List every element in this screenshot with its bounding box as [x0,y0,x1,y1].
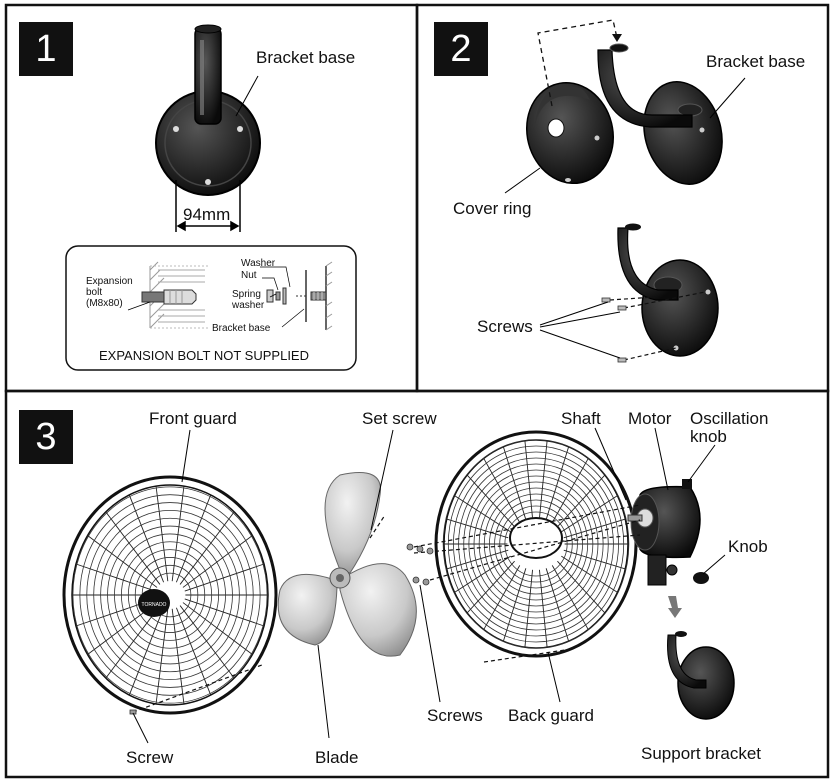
label-set-screw: Set screw [362,409,437,428]
label-screw: Screw [126,748,174,767]
label-knob: Knob [728,537,768,556]
support-bracket-drawing [667,631,735,720]
label-front-guard: Front guard [149,409,237,428]
label-screws-2: Screws [477,317,533,336]
label-back-guard: Back guard [508,706,594,725]
blade-drawing [277,472,417,657]
label-bracket-base-2: Bracket base [706,52,806,71]
small-screws [129,543,434,715]
cover-ring-drawing [526,81,614,185]
label-detail-bracket-base: Bracket base [212,323,271,334]
brand-logo-text: TORNADO [142,602,167,608]
label-nut: Nut [241,270,257,281]
detail-leader-lines [260,266,305,328]
assembly-arrow-path [537,19,618,107]
front-guard-drawing: TORNADO [62,475,278,715]
back-guard-drawing [434,430,638,658]
label-shaft: Shaft [561,409,601,428]
assembly-dashed-lines [132,504,641,713]
label-screws-3: Screws [427,706,483,725]
bolt-hardware-drawing [266,261,333,331]
bracket-with-screws [617,223,719,357]
down-arrow [668,596,682,618]
expansion-bolt-note: EXPANSION BOLT NOT SUPPLIED [99,348,309,363]
screws [601,297,627,363]
label-motor: Motor [628,409,672,428]
guard-hub-badge [138,589,170,617]
step-3-badge: 3 [19,410,73,464]
panel-frames [4,3,830,779]
motor-drawing [627,479,709,586]
label-cover-ring: Cover ring [453,199,532,218]
label-dimension: 94mm [183,205,231,224]
label-expansion-bolt-2: bolt [86,287,103,298]
label-support-bracket: Support bracket [641,744,762,763]
label-blade: Blade [315,748,359,767]
dimension-line [175,180,241,232]
screw-paths [609,291,706,361]
bracket-base-front-view [155,24,261,196]
label-washer: Washer [241,258,276,269]
label-bracket-base: Bracket base [256,48,356,67]
leader-lines-panel3 [132,427,726,744]
step-1-badge: 1 [19,22,73,76]
label-bolt-size: (M8x80) [86,298,123,309]
step-2-badge: 2 [434,22,488,76]
installation-detail-box [65,245,357,371]
label-spring-washer: Spring [232,289,261,300]
label-oscillation-knob-2: knob [690,427,727,446]
label-expansion-bolt: Expansion [86,276,133,287]
expansion-bolt-drawing [141,289,197,305]
bracket-base-side-view [597,43,723,185]
label-oscillation-knob: Oscillation [690,409,769,428]
label-spring-washer-2: washer [232,300,265,311]
